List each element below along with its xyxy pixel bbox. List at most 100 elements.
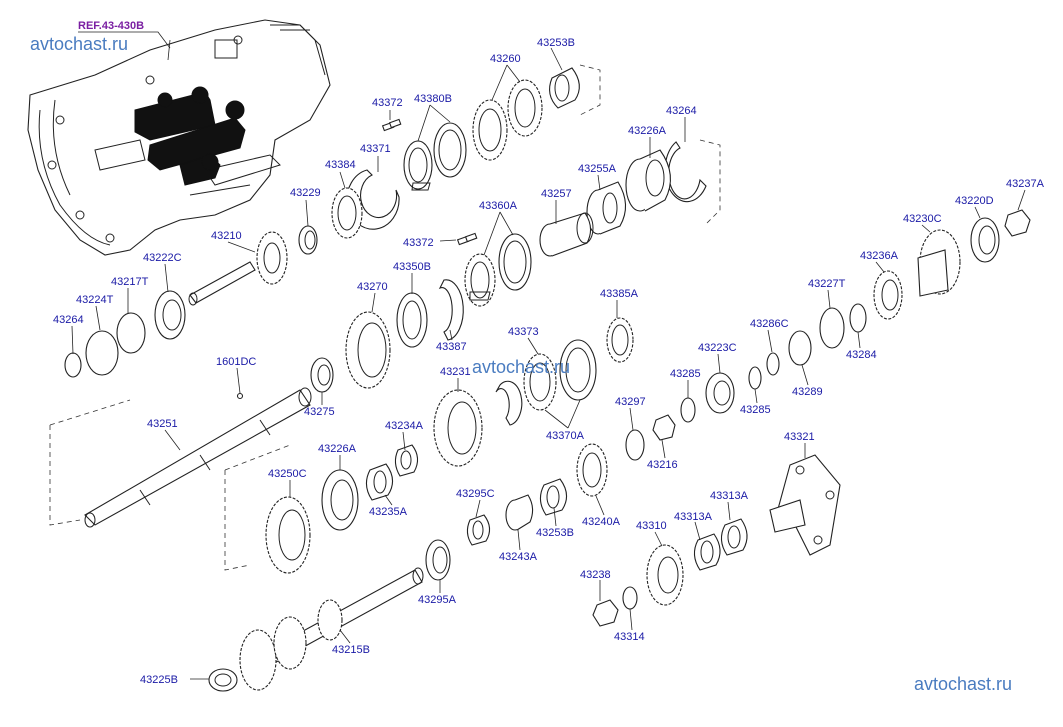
part-43237A-shape bbox=[1004, 209, 1031, 237]
label-43314: 43314 bbox=[614, 631, 645, 643]
label-43227T: 43227T bbox=[808, 278, 846, 290]
part-43235A-shape bbox=[365, 463, 394, 501]
part-43372-a-shape bbox=[381, 118, 402, 132]
part-43270-shape bbox=[345, 311, 391, 389]
part-43231-shape bbox=[433, 389, 483, 467]
label-43264-top: 43264 bbox=[666, 105, 697, 117]
label-43372-a: 43372 bbox=[372, 97, 403, 109]
part-43236A-shape bbox=[873, 270, 903, 320]
label-43210: 43210 bbox=[211, 230, 242, 242]
label-43370A: 43370A bbox=[546, 430, 585, 442]
part-43240A-shape bbox=[576, 443, 608, 497]
part-43216-shape bbox=[652, 414, 676, 441]
part-43313A-shape bbox=[693, 518, 748, 571]
label-43372-b: 43372 bbox=[403, 237, 434, 249]
part-43370A-shape bbox=[523, 339, 597, 411]
part-43234A-shape bbox=[394, 444, 419, 477]
part-43372-b-shape bbox=[456, 232, 478, 246]
label-43238: 43238 bbox=[580, 569, 611, 581]
part-43253B-top-shape bbox=[549, 67, 580, 109]
label-43230C: 43230C bbox=[903, 213, 942, 225]
label-43295C: 43295C bbox=[456, 488, 495, 500]
part-43253B-mid-shape bbox=[539, 478, 568, 516]
label-43224T: 43224T bbox=[76, 294, 114, 306]
part-43321-shape bbox=[769, 454, 841, 556]
label-43260: 43260 bbox=[490, 53, 521, 65]
leader-lines bbox=[71, 47, 1026, 680]
label-43350B: 43350B bbox=[393, 261, 431, 273]
part-43226A-mid-shape bbox=[321, 469, 359, 531]
part-43310-shape bbox=[646, 544, 684, 606]
label-43226A-top: 43226A bbox=[628, 125, 667, 137]
label-43223C: 43223C bbox=[698, 342, 737, 354]
part-43227T-shape bbox=[819, 307, 845, 349]
part-43217T-shape bbox=[116, 312, 146, 354]
part-43225B-shape bbox=[208, 668, 238, 692]
part-43255A-shape bbox=[586, 181, 627, 235]
label-43384: 43384 bbox=[325, 159, 356, 171]
label-43264-left: 43264 bbox=[53, 314, 84, 326]
part-43275-shape bbox=[310, 357, 334, 393]
part-43223C-shape bbox=[705, 372, 735, 414]
label-43373: 43373 bbox=[508, 326, 539, 338]
part-43229-shape bbox=[298, 225, 318, 255]
label-43235A: 43235A bbox=[369, 506, 408, 518]
label-43215B: 43215B bbox=[332, 644, 370, 656]
label-43222C: 43222C bbox=[143, 252, 182, 264]
label-43286C: 43286C bbox=[750, 318, 789, 330]
part-1601DC-shape bbox=[236, 392, 244, 400]
part-43285-a-shape bbox=[748, 366, 762, 390]
label-43220D: 43220D bbox=[955, 195, 994, 207]
part-43289-shape bbox=[788, 330, 812, 366]
label-43257: 43257 bbox=[541, 188, 572, 200]
label-43229: 43229 bbox=[290, 187, 321, 199]
part-43350B-shape bbox=[396, 292, 428, 348]
watermark-bottom-right: avtochast.ru bbox=[914, 674, 1012, 694]
label-43236A: 43236A bbox=[860, 250, 899, 262]
part-43250C-shape bbox=[265, 496, 311, 574]
label-43297: 43297 bbox=[615, 396, 646, 408]
label-43240A: 43240A bbox=[582, 516, 621, 528]
part-43297-shape bbox=[625, 429, 645, 461]
label-43380B: 43380B bbox=[414, 93, 452, 105]
part-43251-shape bbox=[84, 387, 312, 528]
part-43264-top-shape bbox=[664, 141, 707, 203]
part-43387-shape bbox=[438, 279, 464, 341]
transmission-housing bbox=[27, 19, 331, 256]
label-43289: 43289 bbox=[792, 386, 823, 398]
label-43237A: 43237A bbox=[1006, 178, 1045, 190]
part-43286C-shape bbox=[766, 352, 780, 376]
label-43225B: 43225B bbox=[140, 674, 178, 686]
label-43275: 43275 bbox=[304, 406, 335, 418]
label-43253B-top: 43253B bbox=[537, 37, 575, 49]
label-43285-a: 43285 bbox=[670, 368, 701, 380]
part-43380B-shape bbox=[403, 122, 467, 191]
label-43250C: 43250C bbox=[268, 468, 307, 480]
label-1601DC: 1601DC bbox=[216, 356, 256, 368]
label-43285-b: 43285 bbox=[740, 404, 771, 416]
label-43313A-b: 43313A bbox=[674, 511, 713, 523]
part-43226A-top-shape bbox=[625, 149, 671, 212]
part-43243A-shape bbox=[505, 494, 534, 531]
part-43284-shape bbox=[849, 303, 867, 333]
part-43360A-shape bbox=[464, 233, 532, 307]
label-43253B-mid: 43253B bbox=[536, 527, 574, 539]
label-43321: 43321 bbox=[784, 431, 815, 443]
label-43270: 43270 bbox=[357, 281, 388, 293]
part-43373-shape bbox=[495, 380, 523, 426]
part-43295C-shape bbox=[466, 514, 491, 546]
part-43295A-shape bbox=[425, 539, 451, 581]
label-43385A: 43385A bbox=[600, 288, 639, 300]
label-43387: 43387 bbox=[436, 341, 467, 353]
label-43255A: 43255A bbox=[578, 163, 617, 175]
part-43264-left-shape bbox=[64, 352, 82, 378]
part-43257-shape bbox=[539, 212, 594, 257]
watermark-top-left: avtochast.ru bbox=[30, 34, 128, 54]
part-43215B-shape bbox=[239, 567, 424, 691]
label-43243A: 43243A bbox=[499, 551, 538, 563]
part-43238-shape bbox=[592, 599, 619, 627]
label-43234A: 43234A bbox=[385, 420, 424, 432]
label-43371: 43371 bbox=[360, 143, 391, 155]
reference-label: REF.43-430B bbox=[78, 20, 144, 32]
